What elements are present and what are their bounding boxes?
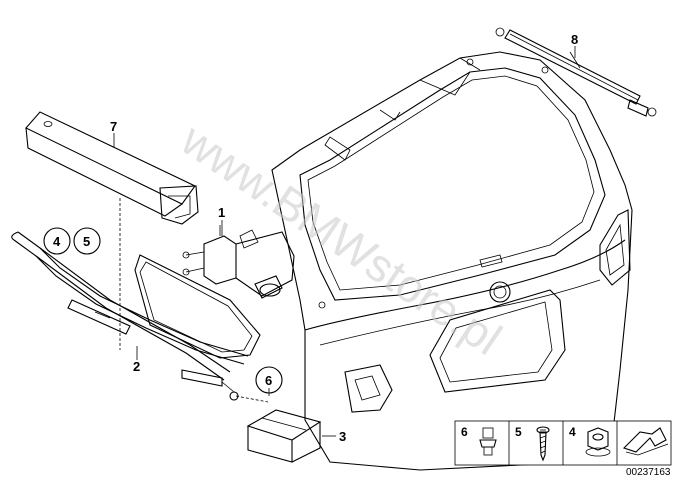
watermark: www.BMWstore.pl	[172, 113, 511, 365]
callout-2: 2	[133, 359, 140, 374]
stud-icon	[479, 427, 497, 456]
rod-assembly-drawing	[11, 231, 269, 403]
svg-text:4: 4	[53, 234, 61, 249]
screw-icon	[536, 426, 550, 462]
diagram-number: 00237163	[626, 467, 671, 478]
svg-text:5: 5	[83, 234, 90, 249]
callout-3: 3	[339, 429, 346, 444]
legend-label-4: 4	[569, 425, 576, 439]
callout-7: 7	[110, 119, 117, 134]
callout-6-circle: 6	[255, 366, 283, 394]
hex-nut-icon	[585, 427, 611, 457]
gas-strut-drawing	[495, 27, 657, 117]
callout-1: 1	[218, 205, 225, 220]
callout-8: 8	[571, 32, 578, 47]
legend-label-5: 5	[515, 425, 522, 439]
svg-text:6: 6	[265, 373, 272, 388]
arrow-symbol-icon	[622, 427, 669, 456]
tailgate-drawing	[271, 51, 633, 471]
callout-5-circle: 5	[73, 227, 101, 255]
box-drawing	[246, 409, 336, 463]
legend-label-6: 6	[461, 425, 468, 439]
cover-drawing	[25, 111, 199, 350]
legend-panel: 6 5 4	[454, 420, 672, 466]
drive-unit-drawing	[182, 225, 295, 299]
callout-4-circle: 4	[43, 227, 71, 255]
